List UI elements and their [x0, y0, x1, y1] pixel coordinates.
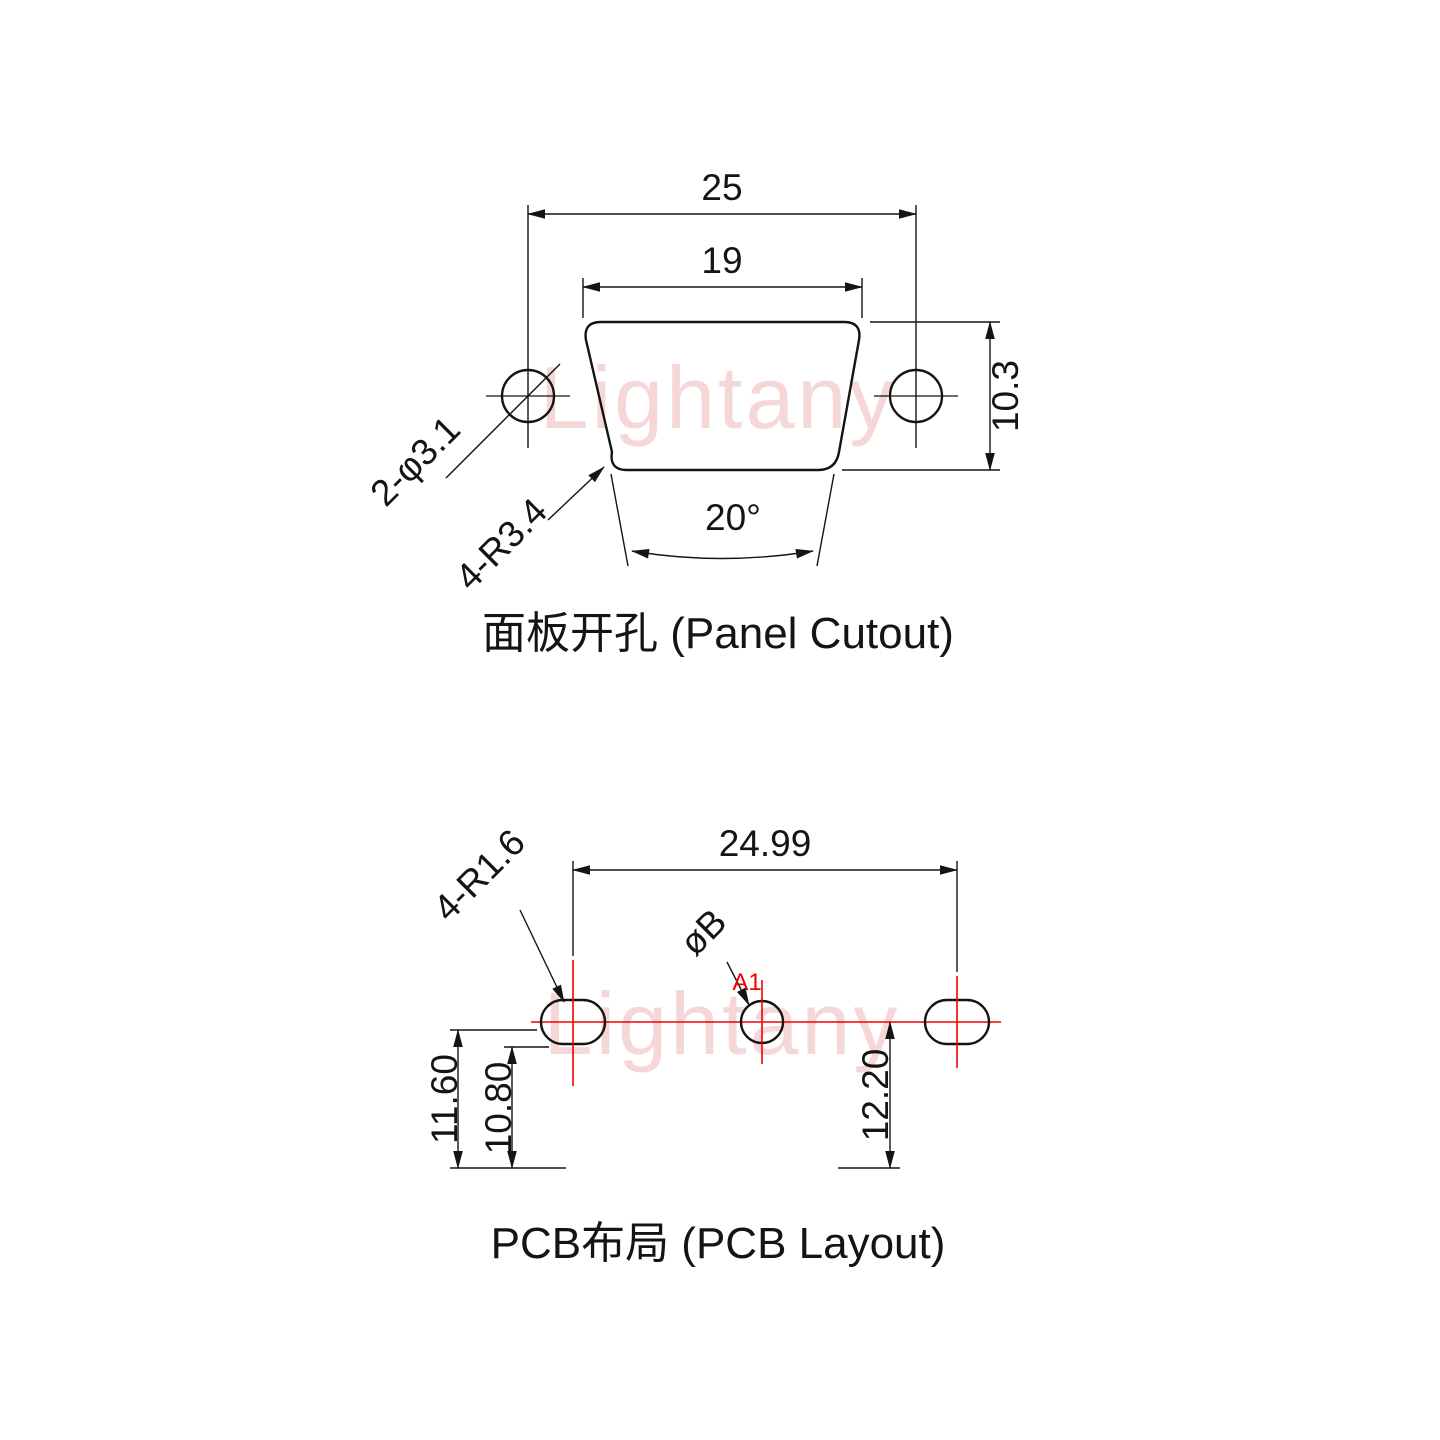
dim-24-99-label: 24.99 [719, 823, 812, 864]
leader-line [726, 961, 750, 1006]
angle-extension-left [610, 473, 629, 567]
mounting-hole-right [874, 368, 958, 424]
dimension-outer-width: 25 [527, 167, 917, 448]
cutout-outline [584, 320, 861, 472]
dim-12-20-label: 12.20 [855, 1049, 896, 1142]
pcb-layout-view: 24.99 4-R1.6 øB A1 [424, 821, 1001, 1268]
slot-radius-label: 4-R1.6 [425, 821, 533, 929]
angle-dimension: 20° [610, 473, 835, 567]
callout-corner-radius: 4-R3.4 [447, 466, 605, 598]
holes-label: 2-φ3.1 [362, 408, 468, 514]
pad-right [923, 976, 991, 1068]
dimension-pitch: 24.99 [572, 823, 958, 972]
callout-holes: 2-φ3.1 [362, 363, 561, 514]
pad-a1: A1 [732, 969, 785, 1064]
dim-25-label: 25 [701, 167, 742, 208]
dim-10-80-label: 10.80 [478, 1062, 519, 1155]
angle-arc [631, 549, 814, 560]
pad-left [539, 960, 607, 1086]
dimension-right: 12.20 [838, 1021, 900, 1169]
dim-10-3-label: 10.3 [985, 360, 1026, 432]
pcb-layout-title: PCB布局 (PCB Layout) [491, 1219, 946, 1268]
hole-diameter-label: øB [672, 901, 734, 963]
leader-line [445, 363, 561, 479]
watermark-bottom: Lightany [544, 974, 901, 1073]
leader-line [519, 909, 565, 1003]
dim-11-60-label: 11.60 [424, 1054, 465, 1144]
leader-line [547, 466, 605, 521]
dimension-inner-width: 19 [582, 240, 863, 318]
dimension-height: 10.3 [842, 321, 1026, 471]
panel-cutout-title: 面板开孔 (Panel Cutout) [482, 609, 954, 658]
dimension-left-inner: 10.80 [478, 1046, 549, 1169]
pin-a1-label: A1 [732, 969, 761, 996]
corner-radius-label: 4-R3.4 [447, 490, 555, 598]
dim-19-label: 19 [701, 240, 742, 281]
dimension-left-outer: 11.60 [424, 1029, 537, 1169]
angle-extension-right [816, 473, 835, 567]
angle-label: 20° [705, 497, 761, 538]
